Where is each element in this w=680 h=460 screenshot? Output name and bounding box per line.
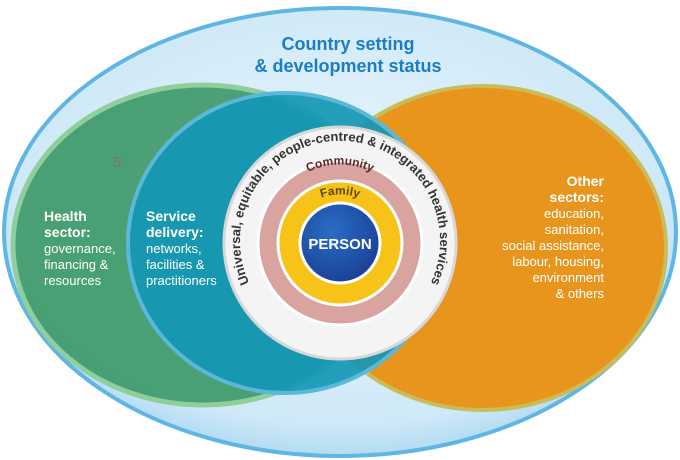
svg-text:Service: Service <box>146 208 196 224</box>
stray-mark: 5 <box>113 154 121 171</box>
svg-text:environment: environment <box>532 270 604 285</box>
svg-text:labour, housing,: labour, housing, <box>512 254 604 269</box>
svg-text:practitioners: practitioners <box>146 273 217 288</box>
svg-text:delivery:: delivery: <box>146 224 204 240</box>
other-sectors-label: Other sectors: education, sanitation, so… <box>502 173 604 301</box>
svg-text:Health: Health <box>44 208 87 224</box>
title-line-2: & development status <box>254 56 441 76</box>
svg-text:facilities &: facilities & <box>146 257 205 272</box>
svg-text:governance,: governance, <box>44 241 116 256</box>
service-delivery-label: Service delivery: networks, facilities &… <box>146 208 217 288</box>
svg-text:education,: education, <box>544 206 604 221</box>
svg-text:sector:: sector: <box>44 224 91 240</box>
person-label: PERSON <box>308 236 371 253</box>
health-sector-label: Health sector: governance, financing & r… <box>44 208 116 288</box>
svg-text:social assistance,: social assistance, <box>502 238 604 253</box>
title-line-1: Country setting <box>282 34 415 54</box>
community-label: Community <box>304 154 377 175</box>
svg-text:sanitation,: sanitation, <box>545 222 604 237</box>
svg-text:sectors:: sectors: <box>550 189 604 205</box>
person-circle <box>298 201 382 285</box>
svg-text:Other: Other <box>567 173 605 189</box>
svg-text:& others: & others <box>556 286 605 301</box>
svg-text:financing &: financing & <box>44 257 109 272</box>
family-label: Family <box>318 183 362 200</box>
svg-text:networks,: networks, <box>146 241 202 256</box>
svg-text:resources: resources <box>44 273 102 288</box>
